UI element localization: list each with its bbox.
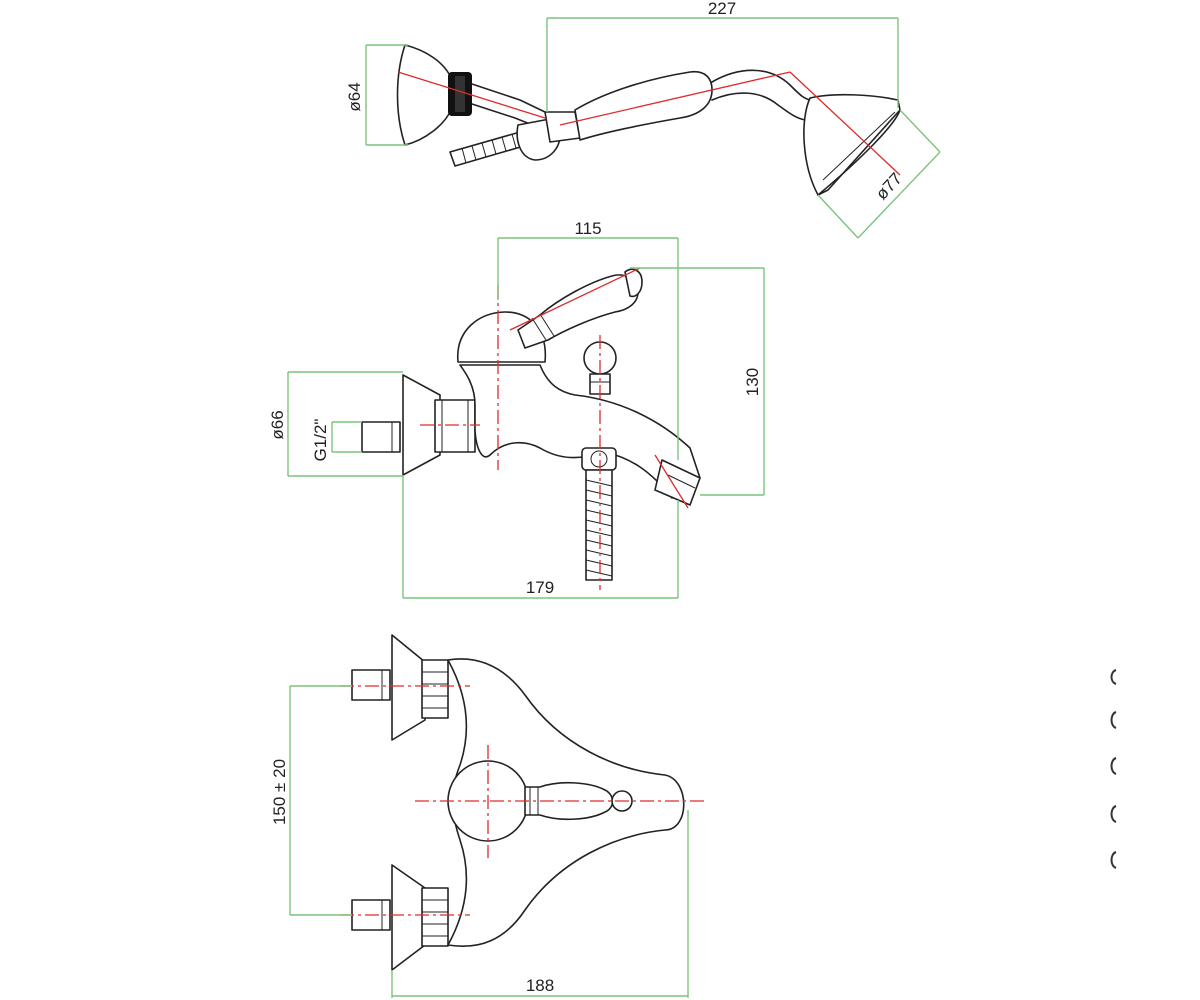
dim-flange-dia: ø66: [268, 410, 287, 439]
edge-marks: [1110, 669, 1117, 869]
upper-flange: [391, 634, 426, 741]
hand-shower-view: 227 ø64 ø77: [345, 0, 941, 239]
lower-flange: [391, 864, 426, 971]
dim-inlet-thread: G1/2": [311, 419, 330, 462]
hose-coil-lower: [585, 469, 613, 581]
shower-head: [803, 93, 901, 196]
dim-hand-shower-dia: ø64: [345, 82, 364, 111]
dim-shower-head-dia: ø77: [872, 169, 906, 203]
dim-top-width: 115: [574, 219, 601, 238]
dim-centers: 150 ± 20: [270, 759, 289, 825]
dim-shower-length: 227: [708, 0, 736, 18]
cartridge-dome: [457, 311, 547, 363]
upper-nut: [421, 659, 449, 719]
mixer-body: [459, 364, 701, 499]
connection-nut: [434, 399, 476, 453]
lower-nut: [421, 887, 449, 947]
dim-depth: 179: [526, 578, 554, 597]
dim-overall-width: 188: [526, 976, 554, 995]
mixer-side-view: 115 130 ø66 G1/2" 179: [268, 219, 765, 599]
dim-height: 130: [743, 368, 762, 396]
mixer-top-view: 150 ± 20 188: [270, 634, 705, 998]
hand-shower-cup: [396, 44, 453, 146]
hose-coil-upper: [449, 131, 525, 167]
lever-handle: [517, 274, 639, 349]
inlet-pipe: [361, 421, 401, 453]
